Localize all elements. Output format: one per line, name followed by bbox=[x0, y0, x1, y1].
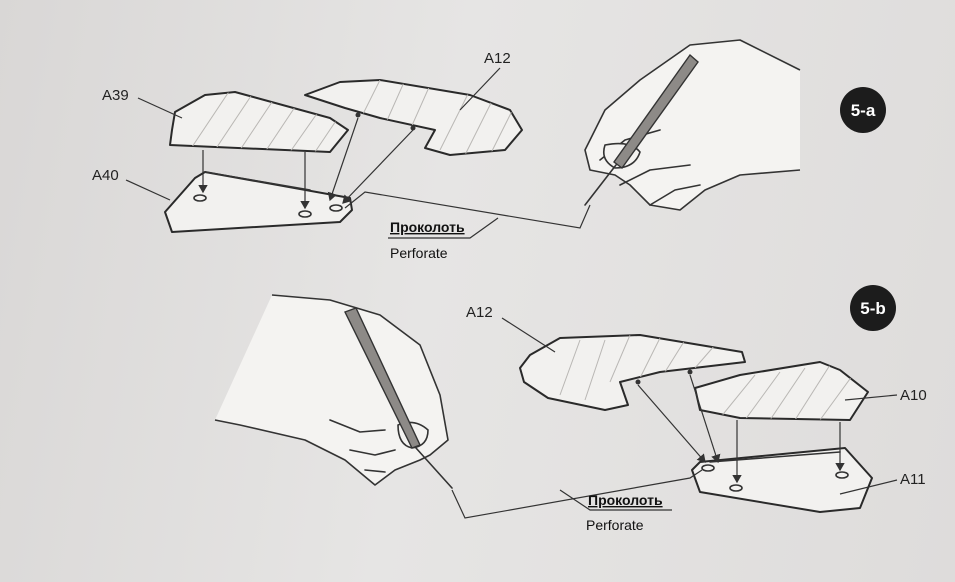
step-badge-a: 5-a bbox=[840, 87, 886, 133]
step-b-group: A12 A10 A11 Проколоть Perforate 5-b bbox=[214, 285, 927, 533]
step-a-group: A39 A12 A40 Проколоть Perforate 5-a bbox=[92, 39, 886, 261]
perforate-ru-a: Проколоть bbox=[390, 219, 465, 235]
perforate-en-a: Perforate bbox=[390, 245, 448, 261]
hand-with-awl-icon-a bbox=[584, 39, 801, 211]
label-a39: A39 bbox=[102, 87, 129, 104]
hand-with-awl-icon-b bbox=[214, 294, 453, 489]
part-a11-shape bbox=[691, 447, 873, 513]
part-a12-shape-a bbox=[304, 79, 523, 156]
label-a40: A40 bbox=[92, 167, 119, 184]
label-a12-top: A12 bbox=[484, 50, 511, 67]
svg-text:5-a: 5-a bbox=[851, 101, 876, 120]
label-a12-bottom: A12 bbox=[466, 304, 493, 321]
part-a10-shape bbox=[694, 361, 869, 421]
step-badge-b: 5-b bbox=[850, 285, 896, 331]
label-a11: A11 bbox=[900, 471, 926, 488]
svg-text:5-b: 5-b bbox=[860, 299, 886, 318]
part-a12-shape-b bbox=[519, 334, 746, 411]
part-a40-shape bbox=[164, 171, 353, 233]
perforate-en-b: Perforate bbox=[586, 517, 644, 533]
label-a10: A10 bbox=[900, 387, 927, 404]
perforate-ru-b: Проколоть bbox=[588, 492, 663, 508]
